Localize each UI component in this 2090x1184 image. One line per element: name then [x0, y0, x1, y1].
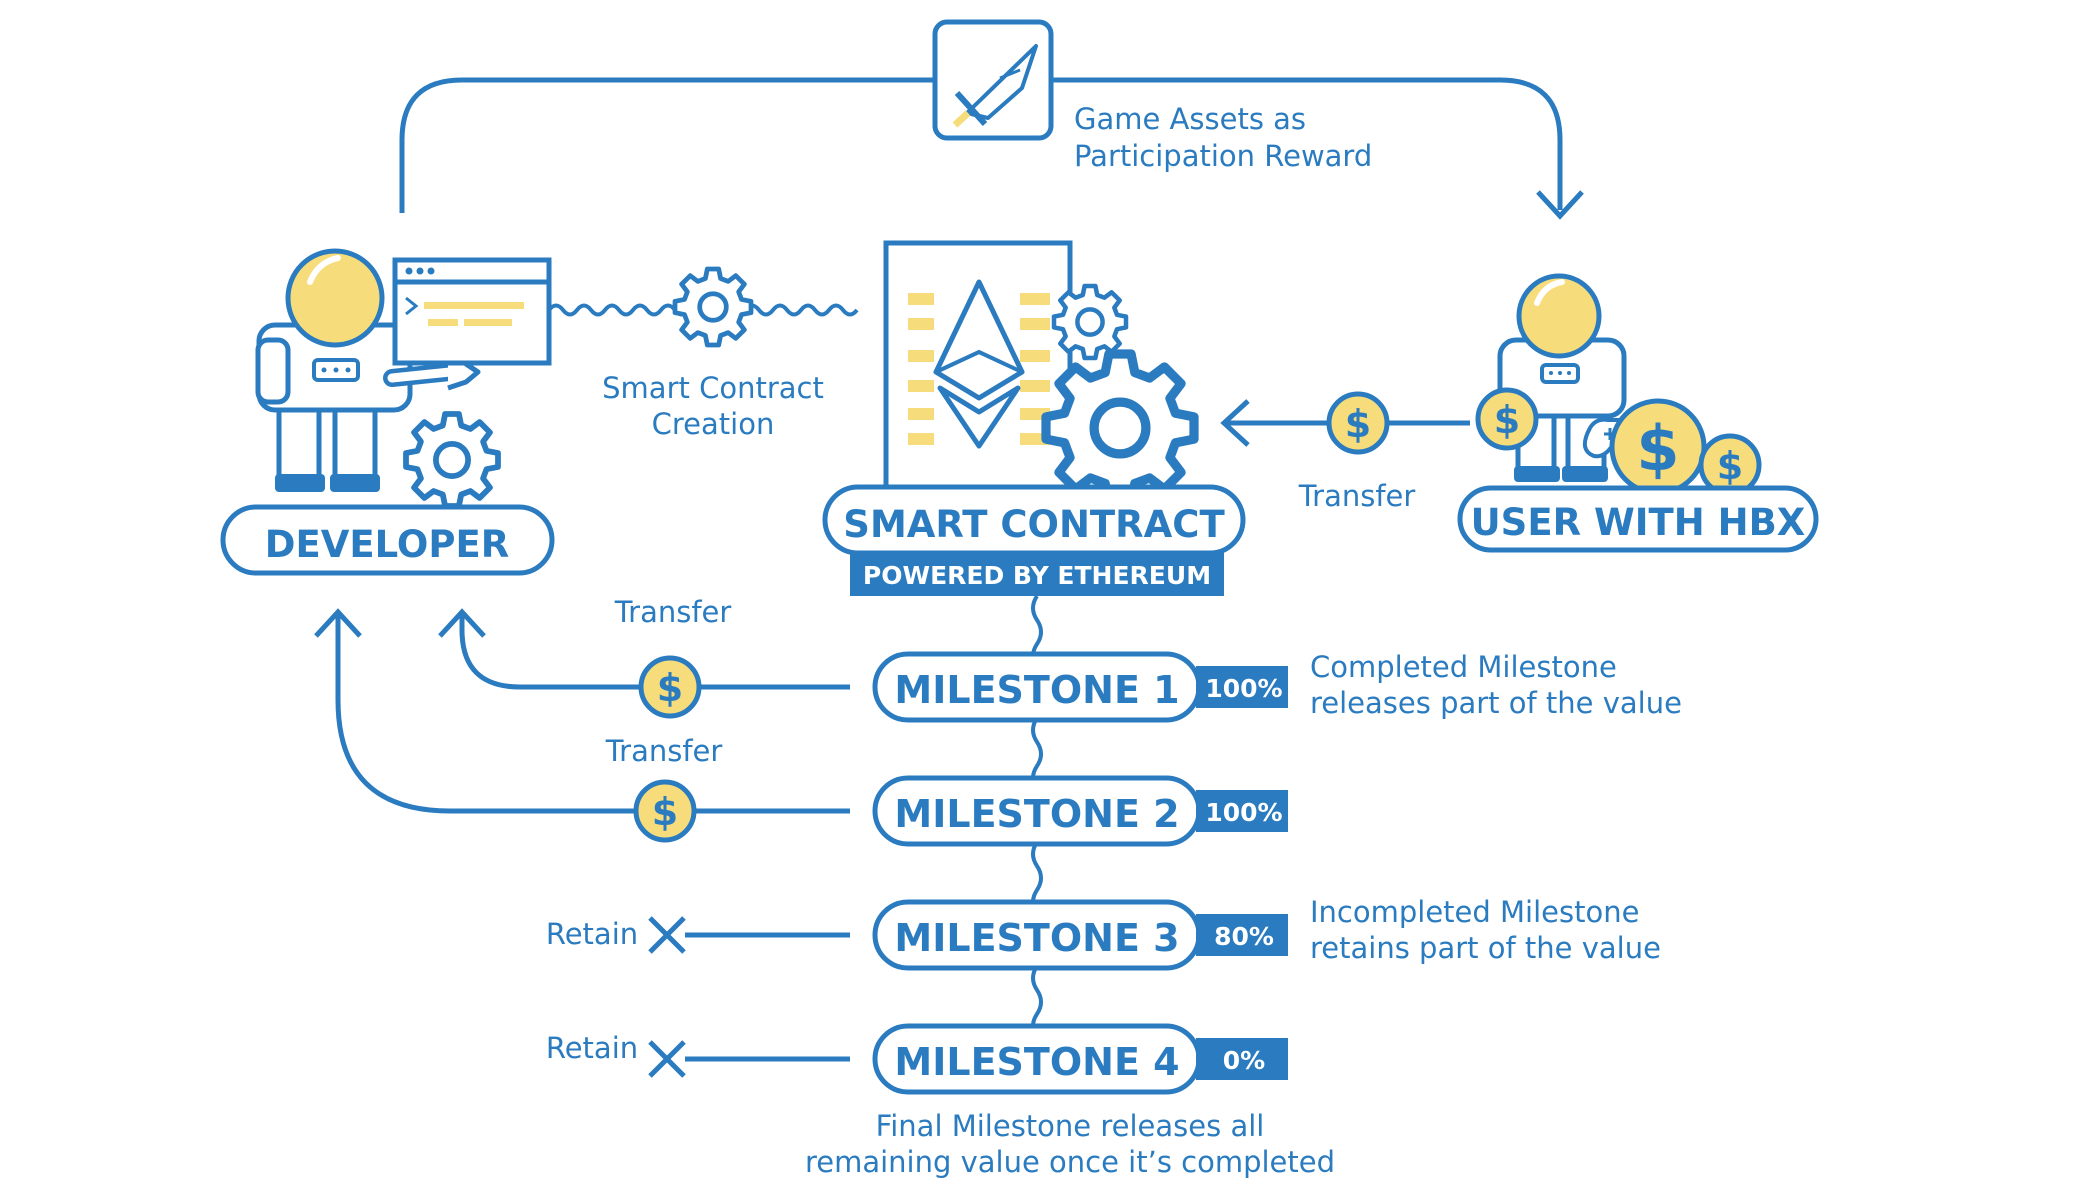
transfer-arrowhead-1 [438, 608, 486, 638]
developer-label: DEVELOPER [265, 523, 510, 566]
svg-text:$: $ [1494, 398, 1520, 442]
transfer-arrow-milestone-2 [335, 614, 850, 814]
code-window-icon [392, 257, 552, 366]
close-icon [648, 916, 686, 954]
milestone-2-label: MILESTONE 2 [894, 792, 1179, 836]
creation-label-line1: Smart Contract [602, 371, 824, 405]
final-note-line2: remaining value once it’s completed [805, 1145, 1335, 1179]
sword-icon [932, 19, 1054, 141]
retain-label-3: Retain [546, 917, 638, 951]
milestone-3: MILESTONE 3 80% [872, 899, 1288, 971]
svg-text:$: $ [1717, 444, 1743, 488]
final-note-line1: Final Milestone releases all [876, 1109, 1265, 1143]
contract-title: SMART CONTRACT [843, 503, 1225, 546]
contract-gear-large-icon [1046, 354, 1194, 502]
user-label-box [1457, 485, 1819, 553]
creation-label-line2: Creation [652, 407, 775, 441]
milestone-2: MILESTONE 2 100% [872, 775, 1288, 847]
svg-text:$: $ [652, 790, 678, 834]
svg-text:$: $ [1345, 402, 1371, 446]
user-transfer-label: Transfer [1298, 479, 1416, 513]
incompleted-note-line2: retains part of the value [1310, 931, 1661, 965]
reward-label-line2: Participation Reward [1074, 139, 1372, 173]
milestone-1: MILESTONE 1 100% [872, 651, 1327, 723]
completed-note-line2: releases part of the value [1310, 686, 1682, 720]
milestone-4-label: MILESTONE 4 [894, 1040, 1179, 1084]
coin-icon: $ [638, 655, 702, 719]
milestone-1-pct: 100% [1205, 674, 1282, 703]
developer-label-box [220, 504, 555, 576]
coin-icon: $ [1475, 387, 1539, 451]
transfer-label-2: Transfer [605, 734, 723, 768]
milestone-4: MILESTONE 4 0% [872, 1023, 1288, 1095]
milestone-2-pct: 100% [1205, 798, 1282, 827]
coin-icon: $ [1698, 433, 1762, 497]
close-icon [648, 1040, 686, 1078]
coin-icon: $ [1326, 391, 1390, 455]
contract-gear-small-icon [1054, 286, 1126, 358]
coin-icon: $ [1609, 398, 1707, 496]
creation-gear-icon [675, 269, 751, 345]
coin-icon: $ [633, 779, 697, 843]
transfer-arrow-milestone-1 [459, 614, 850, 690]
retain-label-4: Retain [546, 1031, 638, 1065]
transfer-label-1: Transfer [614, 595, 732, 629]
milestone-chain [1031, 594, 1043, 1040]
reward-label-line1: Game Assets as [1074, 102, 1306, 136]
incompleted-note-line1: Incompleted Milestone [1310, 895, 1639, 929]
milestone-3-pct: 80% [1214, 922, 1274, 951]
milestone-3-label: MILESTONE 3 [894, 916, 1179, 960]
milestone-1-label: MILESTONE 1 [894, 668, 1179, 712]
reward-arrowhead [1536, 190, 1584, 220]
svg-text:$: $ [657, 666, 683, 710]
ethereum-icon [933, 279, 1025, 449]
completed-note-line1: Completed Milestone [1310, 650, 1617, 684]
transfer-arrowhead-2 [314, 608, 362, 638]
svg-text:$: $ [1636, 412, 1679, 485]
contract-subtitle: POWERED BY ETHEREUM [863, 561, 1211, 590]
user-transfer-arrowhead [1220, 399, 1250, 447]
user-label: USER WITH HBX [1471, 501, 1806, 544]
reward-loop-arrow [399, 77, 1563, 213]
milestone-4-pct: 0% [1223, 1046, 1265, 1075]
contract-subtitle-bar [850, 552, 1224, 596]
developer-figure [255, 248, 498, 506]
